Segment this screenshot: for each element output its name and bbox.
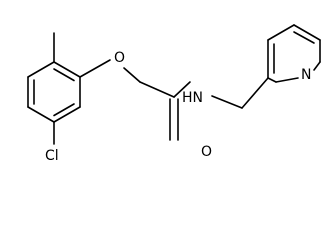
amide-nitrogen-label: HN: [182, 90, 203, 106]
bond: [267, 24, 295, 41]
ch2-pyridine-bond: [241, 77, 269, 109]
carbonyl-n-bond: [173, 81, 191, 98]
double-bond-inner: [53, 68, 75, 82]
double-bond-inner: [293, 31, 315, 44]
bond: [53, 61, 81, 78]
bond: [275, 77, 299, 83]
chlorine-label: Cl: [45, 148, 59, 164]
chlorotoluene-ring: [27, 61, 81, 123]
ch2-carbonyl-bond: [139, 81, 175, 98]
double-bond-inner: [53, 103, 75, 117]
bond: [267, 77, 277, 83]
pyridine-nitrogen-label: N: [301, 67, 311, 83]
bond: [27, 61, 55, 78]
bond: [313, 61, 321, 71]
bond: [53, 106, 81, 123]
o-ch2-bond: [123, 67, 141, 83]
pyridine-ring: [267, 24, 321, 83]
ether-oxygen-label: O: [114, 50, 125, 66]
bond: [293, 24, 321, 41]
n-ch2-bond: [211, 95, 243, 109]
bond: [27, 106, 55, 123]
molecule-structure: Cl O O HN N: [27, 24, 321, 164]
aryl-o-bond: [79, 59, 111, 78]
carbonyl-oxygen-label: O: [201, 144, 212, 160]
